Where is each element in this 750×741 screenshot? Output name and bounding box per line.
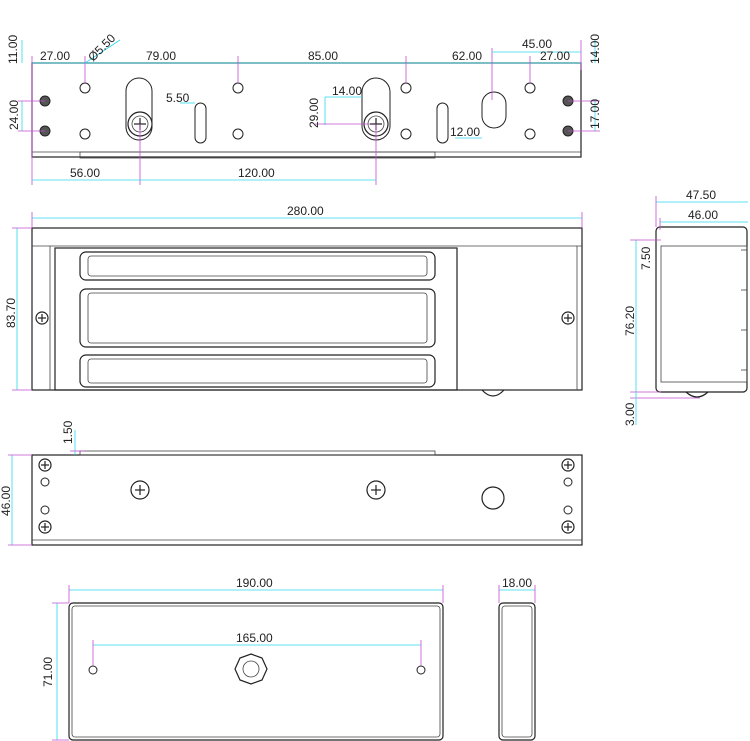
back-view-top-lip [79, 450, 436, 456]
side-bottom-boss [685, 391, 709, 398]
back-view: 1.50 46.00 [0, 420, 583, 546]
mount-slot-1 [125, 77, 153, 141]
mount-hole-small-4 [232, 128, 244, 140]
dim-front-83-7: 83.70 [4, 298, 18, 328]
slot-5-5 [194, 102, 207, 144]
dim-plate-190: 190.00 [236, 576, 273, 590]
front-bottom-boss [481, 389, 505, 397]
dim-plate-71: 71.00 [41, 657, 55, 687]
dim-side-76-2: 76.20 [623, 306, 637, 336]
dim-top-29: 29.00 [307, 98, 321, 128]
dim-plate-18: 18.00 [502, 576, 532, 590]
dim-top-85: 85.00 [308, 49, 338, 63]
magnet-body [54, 247, 458, 391]
dim-top-17: 17.00 [588, 99, 602, 129]
side-view: 47.50 46.00 7.50 76.20 3.00 [623, 188, 748, 426]
top-view-dimensions [18, 39, 600, 185]
back-screw-bl [38, 520, 52, 534]
mount-hole-small-1 [79, 82, 91, 94]
armature-plate-view: 190.00 165.00 71.00 [41, 576, 444, 741]
dim-side-46: 46.00 [688, 208, 718, 222]
top-view: 11.00 27.00 Ø5.50 79.00 85.00 62.00 45.0… [6, 31, 602, 185]
front-screw-right [561, 311, 575, 325]
plate-center-bolt [234, 653, 268, 685]
dim-front-280: 280.00 [287, 204, 324, 218]
back-screw-tl [38, 458, 52, 472]
dim-top-12: 12.00 [450, 125, 480, 139]
dim-plate-165: 165.00 [236, 631, 273, 645]
front-view-dimensions [12, 212, 583, 391]
dim-top-24: 24.00 [7, 100, 21, 130]
plate-hole-right [416, 665, 426, 675]
plate-hole-left [88, 665, 98, 675]
dim-top-5-5: 5.50 [166, 91, 190, 105]
dim-side-47-5: 47.50 [686, 188, 716, 202]
dim-back-1-5: 1.50 [61, 420, 75, 444]
dim-top-79: 79.00 [146, 49, 176, 63]
mount-hole-small-3 [232, 82, 244, 94]
back-hole-r1 [563, 477, 573, 487]
dim-side-3: 3.00 [623, 402, 637, 426]
dim-top-11: 11.00 [6, 35, 20, 64]
back-hole-l1 [40, 477, 50, 487]
side-view-inner [660, 245, 748, 383]
back-hole-r2 [563, 505, 573, 515]
oval-hole-12 [481, 91, 507, 129]
armature-plate-side-view: 18.00 [498, 576, 536, 741]
mount-hole-small-6 [400, 128, 412, 140]
top-view-lower-step [79, 151, 436, 159]
plate-dimensions [52, 585, 444, 741]
back-screw-br [561, 520, 575, 534]
back-screw-center-2 [366, 480, 386, 500]
dim-side-7-5: 7.50 [639, 246, 653, 270]
front-view: 280.00 83.70 [4, 204, 583, 397]
mount-hole-small-7 [524, 82, 536, 94]
dim-top-27b: 27.00 [540, 49, 570, 63]
mount-hole-small-8 [524, 128, 536, 140]
magnet-strip-middle [79, 288, 436, 348]
dim-top-120: 120.00 [238, 166, 275, 180]
magnet-strip-bottom [79, 354, 436, 388]
dim-top-14b: 14.00 [332, 84, 362, 98]
dim-top-dia: Ø5.50 [85, 31, 118, 64]
dim-top-45: 45.00 [522, 37, 552, 51]
dim-top-56: 56.00 [70, 166, 100, 180]
dim-top-14a: 14.00 [588, 34, 602, 64]
back-screw-center-1 [130, 480, 150, 500]
mount-hole-small-5 [400, 82, 412, 94]
armature-plate-outline [68, 602, 444, 741]
side-view-outline [655, 226, 748, 393]
mount-hole-small-2 [79, 128, 91, 140]
back-cable-hole [481, 486, 505, 510]
slot-right [436, 102, 449, 144]
side-view-dimensions [630, 196, 748, 425]
dim-back-46: 46.00 [0, 486, 13, 516]
plate-side-dimensions [498, 585, 536, 603]
armature-plate-side-outline [498, 602, 536, 741]
back-view-dimensions [8, 430, 85, 546]
back-view-outline [31, 454, 583, 546]
front-screw-left [35, 311, 49, 325]
back-screw-tr [561, 458, 575, 472]
back-hole-l2 [40, 505, 50, 515]
dim-top-62: 62.00 [452, 49, 482, 63]
magnet-strip-top [79, 251, 436, 281]
dim-top-27a: 27.00 [40, 49, 70, 63]
